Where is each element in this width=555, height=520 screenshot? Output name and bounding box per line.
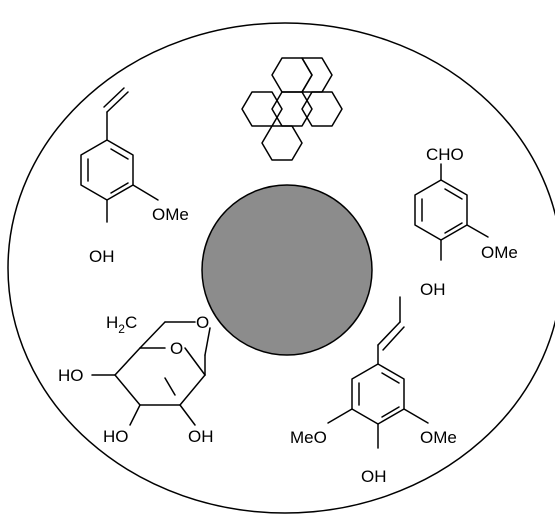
- syringyl-oh-label: OH: [361, 467, 387, 486]
- vinylguaiacol-ome-label: OMe: [152, 205, 189, 224]
- syringyl-meo-label: MeO: [290, 428, 327, 447]
- vinylguaiacol-oh-label: OH: [89, 247, 115, 266]
- vinylguaiacol-structure: OMe OH: [80, 87, 189, 266]
- levoglucosan-structure: H2C O O HO HO OH: [58, 313, 214, 446]
- syringyl-structure: MeO OMe OH: [290, 296, 457, 486]
- vanillin-cho-label: CHO: [426, 145, 464, 164]
- vanillin-oh-label: OH: [420, 280, 446, 299]
- levoglucosan-ho-left-label: HO: [58, 366, 84, 385]
- levoglucosan-oh-bottom-label: OH: [188, 427, 214, 446]
- vanillin-ome-label: OMe: [481, 243, 518, 262]
- levoglucosan-ring-o-label: O: [170, 339, 183, 358]
- levoglucosan-h-label: H2C: [106, 313, 137, 336]
- core-particle: [201, 184, 373, 356]
- vanillin-structure: CHO OMe OH: [414, 145, 518, 299]
- syringyl-ome-label: OMe: [420, 428, 457, 447]
- levoglucosan-bridge-o-label: O: [196, 313, 209, 332]
- pyrene-structure: [241, 57, 343, 161]
- outer-droplet: [7, 22, 555, 514]
- levoglucosan-ho-bottom-label: HO: [103, 427, 129, 446]
